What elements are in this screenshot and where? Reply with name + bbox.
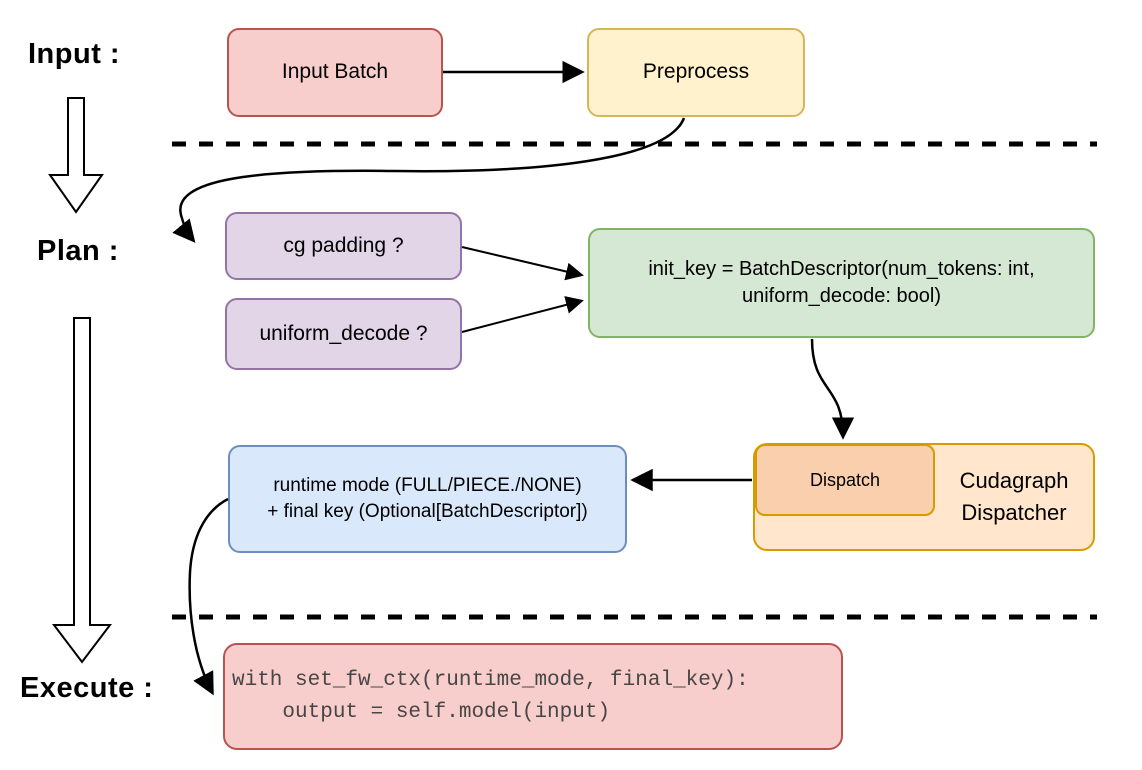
node-runtime-mode-result-label: runtime mode (FULL/PIECE./NONE) + final … xyxy=(267,475,588,522)
node-preprocess-label: Preprocess xyxy=(642,60,750,84)
flow-arrow-plan-to-execute xyxy=(51,317,113,664)
edge-uniformdecode-initkey xyxy=(461,296,584,333)
node-cudagraph-dispatcher-label: Cudagraph Dispatcher xyxy=(959,468,1069,525)
node-uniform-decode-label: uniform_decode ? xyxy=(259,321,428,345)
node-input-batch-label: Input Batch xyxy=(281,60,389,84)
edge-initkey-dispatch xyxy=(810,338,855,440)
edge-cgpadding-initkey xyxy=(461,246,584,281)
section-label-execute: Execute : xyxy=(20,672,154,704)
node-uniform-decode: uniform_decode ? xyxy=(225,298,462,370)
node-cg-padding: cg padding ? xyxy=(225,212,462,280)
node-dispatch-label: Dispatch xyxy=(809,469,881,490)
section-label-input: Input : xyxy=(28,38,121,70)
section-label-plan: Plan : xyxy=(37,235,119,267)
flow-arrow-input-to-plan xyxy=(48,97,104,214)
node-input-batch: Input Batch xyxy=(227,28,443,117)
node-runtime-mode-result: runtime mode (FULL/PIECE./NONE) + final … xyxy=(228,445,627,553)
node-execute-code: with set_fw_ctx(runtime_mode, final_key)… xyxy=(223,643,843,750)
node-cg-padding-label: cg padding ? xyxy=(283,233,404,257)
node-dispatch: Dispatch xyxy=(755,444,935,516)
node-init-key-label: init_key = BatchDescriptor(num_tokens: i… xyxy=(648,258,1035,307)
node-init-key: init_key = BatchDescriptor(num_tokens: i… xyxy=(588,228,1095,338)
node-preprocess: Preprocess xyxy=(587,28,805,117)
node-execute-code-text: with set_fw_ctx(runtime_mode, final_key)… xyxy=(232,669,749,724)
